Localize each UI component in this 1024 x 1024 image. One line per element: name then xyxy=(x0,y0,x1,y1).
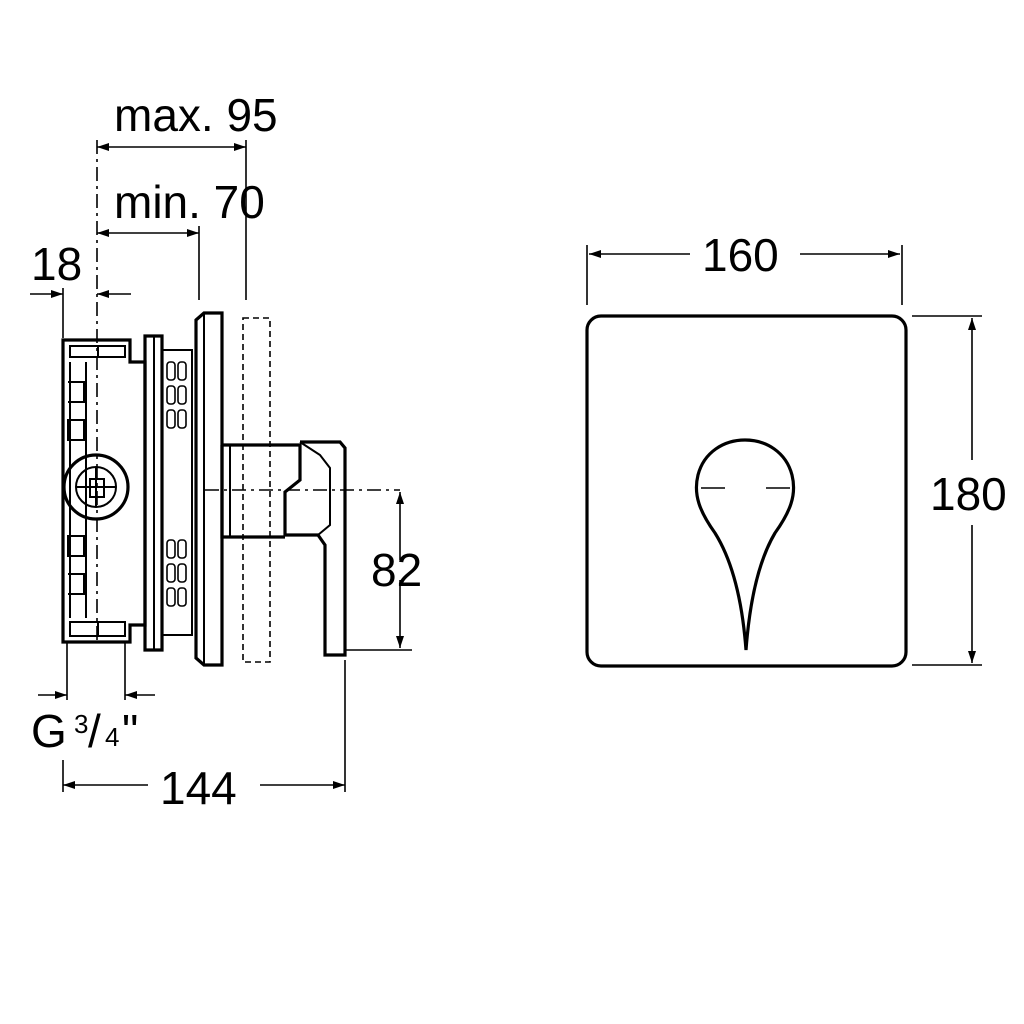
label-thread-unit: " xyxy=(122,705,138,757)
front-view: 160 180 xyxy=(585,229,1007,668)
mounting-box xyxy=(61,338,147,644)
lever-handle xyxy=(220,440,347,657)
label-wall-offset: 18 xyxy=(31,238,82,290)
cover-plate-front xyxy=(585,314,908,668)
dimension-plate-width: 160 xyxy=(586,229,903,305)
label-thread-denominator: 4 xyxy=(105,722,119,752)
label-plate-height: 180 xyxy=(930,468,1007,520)
cover-plate-max xyxy=(242,317,271,663)
dimension-plate-height: 180 xyxy=(912,315,1007,666)
mounting-flange xyxy=(143,334,193,652)
dimension-max-depth: max. 95 xyxy=(97,89,278,151)
label-max-depth: max. 95 xyxy=(114,89,278,141)
label-thread-numerator: 3 xyxy=(74,709,88,739)
inlet-port xyxy=(62,453,130,521)
cover-plate-min xyxy=(194,311,224,667)
dimension-thread-size: G 3 / 4 " xyxy=(31,642,155,757)
dimension-handle-height: 82 xyxy=(346,492,422,651)
label-thread-slash: / xyxy=(88,705,101,757)
side-view: max. 95 min. 70 18 xyxy=(30,89,422,814)
label-thread-g: G xyxy=(31,705,67,757)
label-total-depth: 144 xyxy=(160,762,237,814)
label-plate-width: 160 xyxy=(702,229,779,281)
dimension-wall-offset: 18 xyxy=(30,238,131,298)
label-handle-height: 82 xyxy=(371,544,422,596)
lever-front xyxy=(694,438,796,651)
dimension-min-depth: min. 70 xyxy=(97,176,265,237)
dimension-total-depth: 144 xyxy=(62,660,346,814)
label-min-depth: min. 70 xyxy=(114,176,265,228)
